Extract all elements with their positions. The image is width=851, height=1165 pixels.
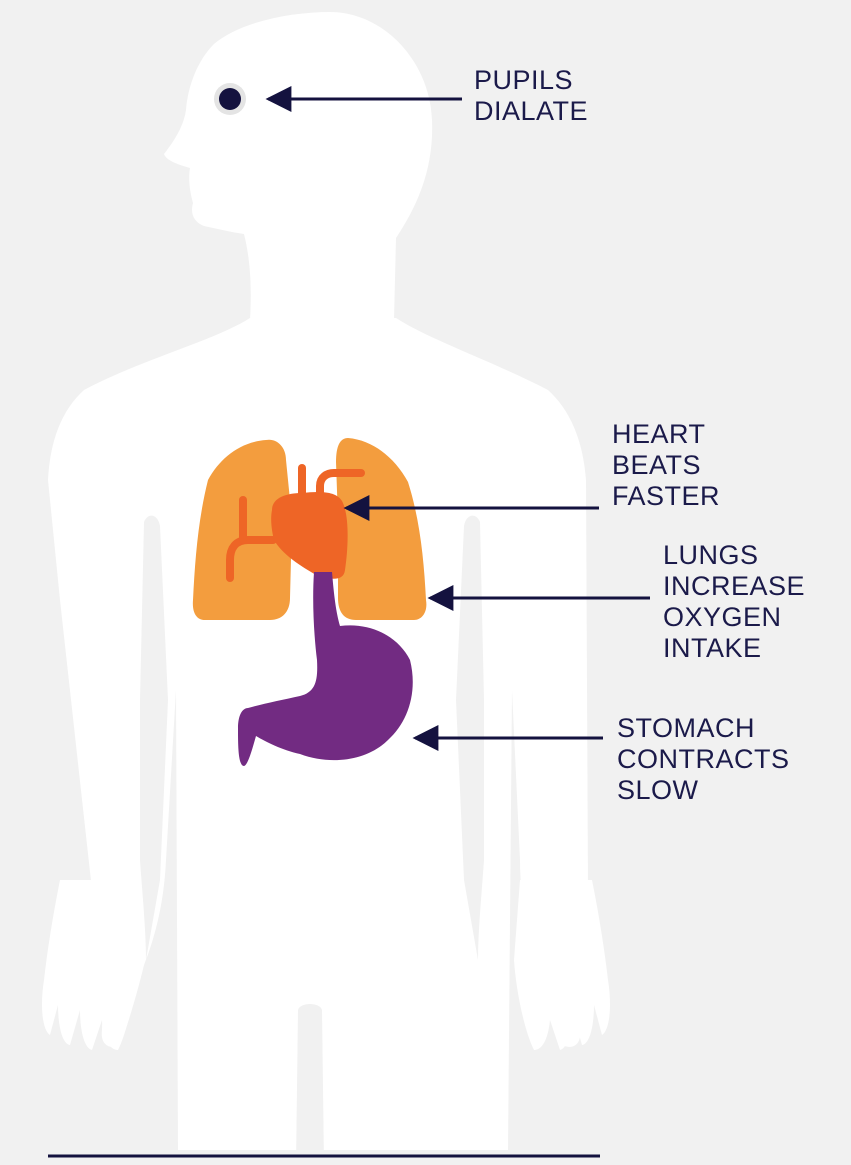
left-hand [42, 880, 138, 1050]
head-shape [164, 12, 432, 320]
heart-label-line-2: BEATS [612, 450, 720, 481]
pupils-label-line-1: PUPILS [474, 65, 588, 96]
heart-label-line-1: HEART [612, 419, 720, 450]
pupil-dot [219, 88, 241, 110]
heart-label: HEART BEATS FASTER [612, 419, 720, 512]
stomach-label-line-3: SLOW [617, 775, 790, 806]
lungs-label-line-3: OXYGEN [663, 602, 805, 633]
stomach-label-line-2: CONTRACTS [617, 744, 790, 775]
stomach-label-line-1: STOMACH [617, 713, 790, 744]
pupils-label: PUPILS DIALATE [474, 65, 588, 127]
lungs-label-line-1: LUNGS [663, 540, 805, 571]
stomach-label: STOMACH CONTRACTS SLOW [617, 713, 790, 806]
right-hand [514, 880, 610, 1050]
lungs-label-line-4: INTAKE [663, 633, 805, 664]
pupils-label-line-2: DIALATE [474, 96, 588, 127]
heart-label-line-3: FASTER [612, 481, 720, 512]
lungs-label-line-2: INCREASE [663, 571, 805, 602]
lungs-label: LUNGS INCREASE OXYGEN INTAKE [663, 540, 805, 664]
leg-gap [296, 1004, 324, 1165]
